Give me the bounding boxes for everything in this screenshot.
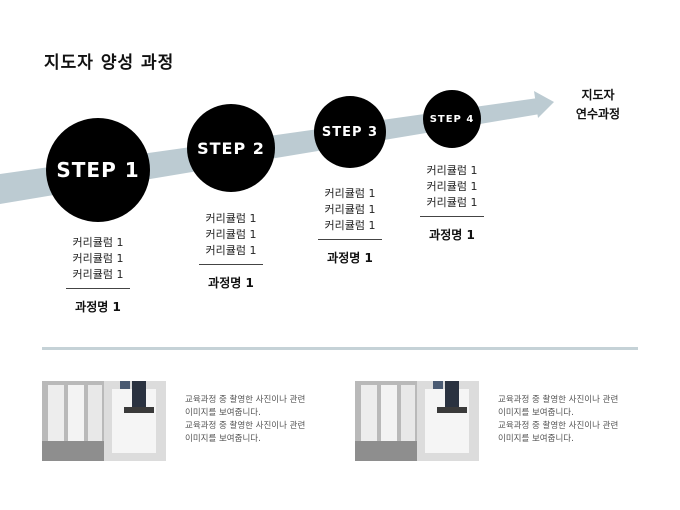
goal-line-2: 연수과정 [575, 107, 621, 121]
window-photo-image [42, 381, 166, 461]
curriculum-item: 커리큘럼 1 [72, 236, 124, 249]
curriculum-item: 커리큘럼 1 [426, 180, 478, 193]
step-4-circle: STEP 4 [423, 90, 481, 148]
description-line: 교육과정 중 촬영한 사진이나 관련 [498, 395, 619, 405]
curriculum-item: 커리큘럼 1 [324, 187, 376, 200]
section-divider [42, 347, 638, 350]
course-name: 과정명 1 [75, 300, 121, 314]
description-line: 교육과정 중 촬영한 사진이나 관련 [185, 421, 306, 431]
divider-line [66, 288, 130, 289]
course-name: 과정명 1 [327, 251, 373, 265]
photo-1-description: 교육과정 중 촬영한 사진이나 관련 이미지를 보여줍니다. 교육과정 중 촬영… [185, 394, 305, 446]
step-3-circle: STEP 3 [314, 96, 386, 168]
step-1-details: 커리큘럼 1 커리큘럼 1 커리큘럼 1 과정명 1 [48, 235, 148, 315]
window-photo-image [355, 381, 479, 461]
step-3-details: 커리큘럼 1 커리큘럼 1 커리큘럼 1 과정명 1 [300, 186, 400, 266]
description-line: 교육과정 중 촬영한 사진이나 관련 [498, 421, 619, 431]
description-line: 교육과정 중 촬영한 사진이나 관련 [185, 395, 306, 405]
course-name: 과정명 1 [429, 228, 475, 242]
divider-line [318, 239, 382, 240]
curriculum-item: 커리큘럼 1 [426, 196, 478, 209]
course-photo-1 [42, 381, 166, 461]
curriculum-item: 커리큘럼 1 [324, 203, 376, 216]
step-2-circle: STEP 2 [187, 104, 275, 192]
step-4-details: 커리큘럼 1 커리큘럼 1 커리큘럼 1 과정명 1 [402, 163, 502, 243]
photo-2-description: 교육과정 중 촬영한 사진이나 관련 이미지를 보여줍니다. 교육과정 중 촬영… [498, 394, 618, 446]
description-line: 이미지를 보여줍니다. [185, 434, 261, 444]
step-4-label: STEP 4 [429, 113, 475, 125]
description-line: 이미지를 보여줍니다. [498, 408, 574, 418]
curriculum-item: 커리큘럼 1 [205, 212, 257, 225]
course-name: 과정명 1 [208, 276, 254, 290]
step-2-details: 커리큘럼 1 커리큘럼 1 커리큘럼 1 과정명 1 [181, 211, 281, 291]
curriculum-item: 커리큘럼 1 [324, 219, 376, 232]
curriculum-item: 커리큘럼 1 [205, 244, 257, 257]
goal-label: 지도자 연수과정 [560, 86, 636, 124]
description-line: 이미지를 보여줍니다. [498, 434, 574, 444]
curriculum-item: 커리큘럼 1 [205, 228, 257, 241]
step-1-label: STEP 1 [56, 158, 140, 182]
curriculum-item: 커리큘럼 1 [72, 268, 124, 281]
page-title: 지도자 양성 과정 [44, 53, 175, 73]
step-2-label: STEP 2 [197, 138, 265, 158]
divider-line [420, 216, 484, 217]
description-line: 이미지를 보여줍니다. [185, 408, 261, 418]
step-1-circle: STEP 1 [46, 118, 150, 222]
curriculum-item: 커리큘럼 1 [426, 164, 478, 177]
course-photo-2 [355, 381, 479, 461]
curriculum-item: 커리큘럼 1 [72, 252, 124, 265]
step-3-label: STEP 3 [321, 124, 379, 140]
divider-line [199, 264, 263, 265]
goal-line-1: 지도자 [581, 88, 615, 102]
